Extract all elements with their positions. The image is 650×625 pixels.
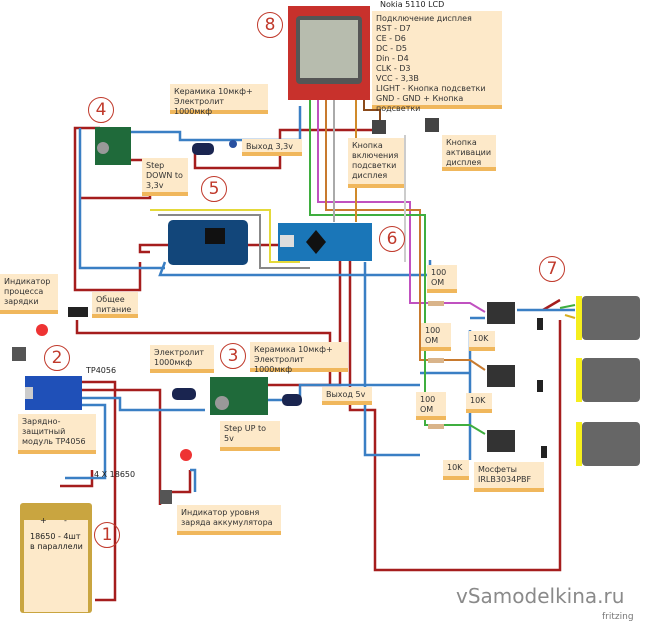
- number-8: 8: [257, 12, 283, 38]
- ceramic-capacitor: [229, 140, 237, 148]
- lcd-note: Подключение дисплея RST - D7 CE - D6 DC …: [372, 11, 502, 113]
- note-k3: 10K: [443, 460, 469, 480]
- micro-usb: [25, 387, 33, 399]
- note-out5: Выход 5v: [322, 387, 372, 405]
- note-r1: 100 ОМ: [427, 265, 457, 293]
- note-activate-button: Кнопка активации дисплея: [442, 135, 496, 171]
- number-6: 6: [379, 226, 405, 252]
- motor-drivers: [428, 296, 640, 466]
- signal-wires: [150, 98, 576, 435]
- note-stepdown: Step DOWN to 3,3v: [142, 158, 188, 196]
- note-backlight-button: Кнопка включения подсветки дисплея: [348, 138, 404, 188]
- battery-count-label: 4 X 18650: [94, 470, 136, 479]
- capacitor: [172, 388, 196, 400]
- note-k1: 10K: [469, 331, 495, 351]
- capacitor: [282, 394, 302, 406]
- number-4: 4: [88, 97, 114, 123]
- nokia-5110-lcd: [288, 6, 370, 100]
- lcd-title: Nokia 5110 LCD: [380, 0, 445, 9]
- backlight-button: [372, 120, 386, 134]
- battery-plus: +: [40, 516, 47, 525]
- tp4056-button: [12, 347, 26, 361]
- note-out33: Выход 3,3v: [242, 139, 302, 156]
- tp4056-label: TP4056: [86, 366, 117, 375]
- usb-port: [280, 235, 294, 247]
- step-up-module: [210, 377, 268, 415]
- number-2: 2: [44, 345, 70, 371]
- inductor: [97, 142, 109, 154]
- battery-note: 18650 - 4шт в параллели: [30, 532, 83, 551]
- note-battery-level: Индикатор уровня заряда аккумулятора: [177, 505, 281, 535]
- note-mosfets: Мосфеты IRLB3034PBF: [474, 462, 544, 492]
- battery-minus: -: [64, 516, 67, 525]
- level-led: [180, 449, 192, 461]
- note-tp4056-module: Зарядно- защитный модуль TP4056: [18, 414, 96, 454]
- note-main-power: Общее питание: [92, 292, 138, 318]
- watermark-logo: vSamodelkina.ru: [456, 584, 625, 608]
- capacitor: [192, 143, 214, 155]
- battery-body: [24, 520, 88, 612]
- inductor: [215, 396, 229, 410]
- charge-led: [36, 324, 48, 336]
- level-button: [160, 490, 172, 504]
- note-caps-bottom: Керамика 10мкф+ Электролит 1000мкф: [250, 342, 348, 374]
- mcu-chip: [306, 230, 326, 254]
- fritzing-label: fritzing: [602, 612, 634, 622]
- note-electrolyte: Электролит 1000мкф: [150, 345, 214, 373]
- number-3: 3: [220, 343, 246, 369]
- number-7: 7: [539, 256, 565, 282]
- activate-button: [425, 118, 439, 132]
- note-r3: 100 ОМ: [416, 392, 446, 420]
- power-switch: [68, 307, 88, 317]
- note-k2: 10K: [466, 393, 492, 413]
- rtc-chip: [205, 228, 225, 244]
- note-r2: 100 ОМ: [421, 323, 451, 351]
- number-1: 1: [94, 522, 120, 548]
- note-charge-indicator: Индикатор процесса зарядки: [0, 274, 58, 314]
- note-caps-top: Керамика 10мкф+ Электролит 1000мкф: [170, 84, 268, 116]
- tp4056-module: [25, 376, 82, 410]
- number-5: 5: [201, 176, 227, 202]
- note-stepup: Step UP to 5v: [220, 421, 280, 451]
